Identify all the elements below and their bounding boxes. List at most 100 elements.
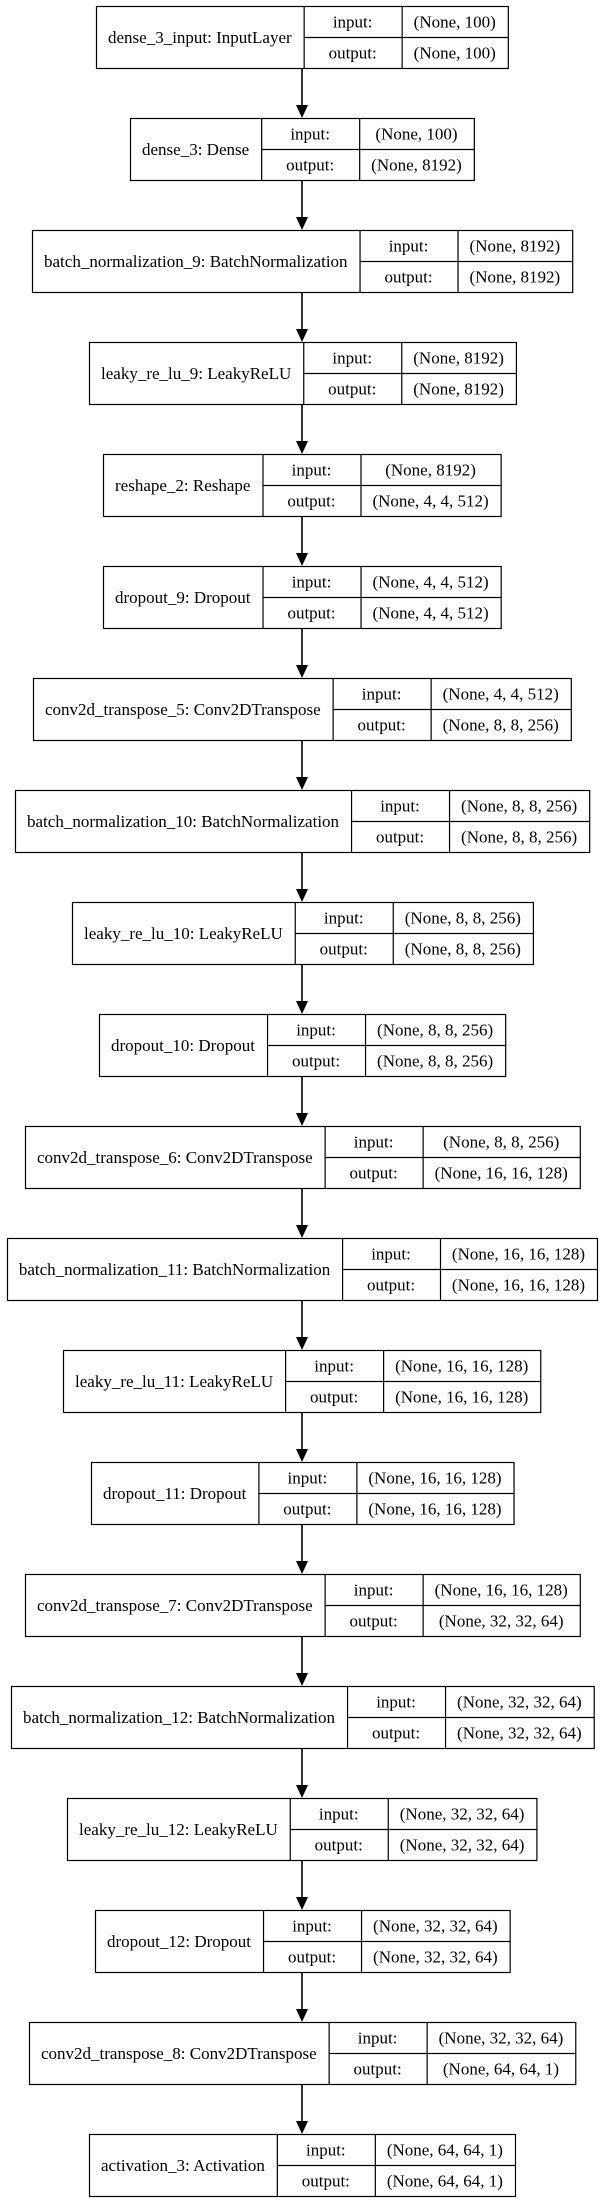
- flow-arrow: [296, 629, 308, 678]
- flow-arrow: [296, 1973, 308, 2022]
- input-label: input:: [362, 685, 402, 704]
- input-label: input:: [354, 1133, 394, 1152]
- input-shape: (None, 8, 8, 256): [461, 797, 577, 816]
- layer-name: conv2d_transpose_5: Conv2DTranspose: [45, 700, 321, 719]
- input-shape: (None, 8, 8, 256): [377, 1021, 493, 1040]
- input-label: input:: [324, 909, 364, 928]
- output-label: output:: [286, 156, 334, 175]
- flow-arrow: [296, 1189, 308, 1238]
- input-shape: (None, 100): [375, 125, 457, 144]
- layer-node: activation_3: Activationinput:output:(No…: [88, 2133, 517, 2198]
- flow-arrow: [296, 293, 308, 342]
- output-label: output:: [292, 1052, 340, 1071]
- input-label: input:: [389, 237, 429, 256]
- input-label: input:: [296, 1021, 336, 1040]
- layer-node: batch_normalization_9: BatchNormalizatio…: [31, 229, 574, 294]
- output-shape: (None, 16, 16, 128): [435, 1164, 568, 1183]
- output-label: output:: [376, 828, 424, 847]
- output-label: output:: [329, 44, 377, 63]
- layer-node: conv2d_transpose_6: Conv2DTranspose input…: [24, 1125, 581, 1190]
- output-shape: (None, 8192): [470, 268, 561, 287]
- output-label: output:: [302, 2172, 350, 2191]
- output-shape: (None, 8192): [371, 156, 462, 175]
- layer-node: leaky_re_lu_11: LeakyReLUinput:output:(N…: [62, 1349, 542, 1414]
- input-label: input:: [333, 13, 373, 32]
- output-shape: (None, 8, 8, 256): [405, 940, 521, 959]
- output-shape: (None, 64, 64, 1): [443, 2060, 559, 2079]
- layer-node: batch_normalization_12: BatchNormalizati…: [10, 1685, 595, 1750]
- layer-name: batch_normalization_9: BatchNormalizatio…: [44, 252, 348, 271]
- input-label: input:: [319, 1805, 359, 1824]
- input-label: input:: [290, 125, 330, 144]
- output-shape: (None, 32, 32, 64): [439, 1612, 564, 1631]
- flow-arrow: [296, 1301, 308, 1350]
- input-shape: (None, 4, 4, 512): [443, 685, 559, 704]
- output-label: output:: [372, 1724, 420, 1743]
- output-label: output:: [384, 268, 432, 287]
- input-shape: (None, 8192): [413, 349, 504, 368]
- output-label: output:: [283, 1500, 331, 1519]
- layer-node: batch_normalization_11: BatchNormalizati…: [6, 1237, 599, 1302]
- input-shape: (None, 32, 32, 64): [400, 1805, 525, 1824]
- layer-node: dense_3_input: InputLayer input: output: (N…: [95, 5, 509, 70]
- output-shape: (None, 4, 4, 512): [373, 604, 489, 623]
- input-label: input:: [288, 1469, 328, 1488]
- flow-arrow: [296, 1413, 308, 1462]
- input-label: input:: [292, 1917, 332, 1936]
- layer-name: conv2d_transpose_6: Conv2DTranspose: [37, 1148, 313, 1167]
- output-shape: (None, 16, 16, 128): [368, 1500, 501, 1519]
- input-shape: (None, 16, 16, 128): [368, 1469, 501, 1488]
- flow-arrow: [296, 741, 308, 790]
- output-shape: (None, 32, 32, 64): [457, 1724, 582, 1743]
- output-label: output:: [288, 1948, 336, 1967]
- output-shape: (None, 32, 32, 64): [373, 1948, 498, 1967]
- output-shape: (None, 100): [414, 44, 496, 63]
- flow-arrow: [296, 1637, 308, 1686]
- input-shape: (None, 100): [414, 13, 496, 32]
- layer-node: conv2d_transpose_7: Conv2DTransposeinput…: [24, 1573, 581, 1638]
- input-shape: (None, 8192): [470, 237, 561, 256]
- input-label: input:: [354, 1581, 394, 1600]
- layer-node: leaky_re_lu_12: LeakyReLUinput:output:(N…: [66, 1797, 538, 1862]
- output-label: output:: [367, 1276, 415, 1295]
- input-label: input:: [371, 1245, 411, 1264]
- output-shape: (None, 32, 32, 64): [400, 1836, 525, 1855]
- layer-node: conv2d_transpose_8: Conv2DTransposeinput…: [28, 2021, 577, 2086]
- output-label: output:: [350, 1612, 398, 1631]
- flow-arrow: [296, 405, 308, 454]
- layer-node: dense_3: Dense input: output: (None, 100) (N…: [129, 117, 475, 182]
- input-shape: (None, 16, 16, 128): [452, 1245, 585, 1264]
- output-shape: (None, 8, 8, 256): [377, 1052, 493, 1071]
- layer-name: activation_3: Activation: [101, 2156, 265, 2175]
- output-shape: (None, 4, 4, 512): [372, 492, 488, 511]
- flow-arrow: [296, 1077, 308, 1126]
- layer-node: dropout_10: Dropout input: output: (None, 8…: [98, 1013, 507, 1078]
- layer-name: leaky_re_lu_12: LeakyReLU: [79, 1820, 278, 1839]
- input-shape: (None, 32, 32, 64): [439, 2029, 564, 2048]
- layer-name: conv2d_transpose_8: Conv2DTranspose: [41, 2044, 317, 2063]
- output-label: output:: [358, 716, 406, 735]
- input-shape: (None, 32, 32, 64): [373, 1917, 498, 1936]
- input-label: input:: [376, 1693, 416, 1712]
- input-shape: (None, 16, 16, 128): [435, 1581, 568, 1600]
- layer-node: leaky_re_lu_9: LeakyReLUinput:output:(No…: [88, 341, 518, 406]
- output-shape: (None, 16, 16, 128): [395, 1388, 528, 1407]
- output-label: output:: [350, 1164, 398, 1183]
- input-shape: (None, 16, 16, 128): [395, 1357, 528, 1376]
- flow-arrow: [296, 181, 308, 230]
- layer-name: dense_3: Dense: [142, 140, 249, 159]
- layer-name: leaky_re_lu_10: LeakyReLU: [84, 924, 283, 943]
- layer-name: dense_3_input: InputLayer: [108, 28, 292, 47]
- nodes: dense_3_input: InputLayer input: output: (N…: [6, 5, 599, 2198]
- output-shape: (None, 16, 16, 128): [452, 1276, 585, 1295]
- output-shape: (None, 8, 8, 256): [443, 716, 559, 735]
- input-label: input:: [292, 461, 332, 480]
- output-shape: (None, 8, 8, 256): [461, 828, 577, 847]
- layer-name: dropout_10: Dropout: [111, 1036, 255, 1055]
- flow-arrow: [296, 69, 308, 118]
